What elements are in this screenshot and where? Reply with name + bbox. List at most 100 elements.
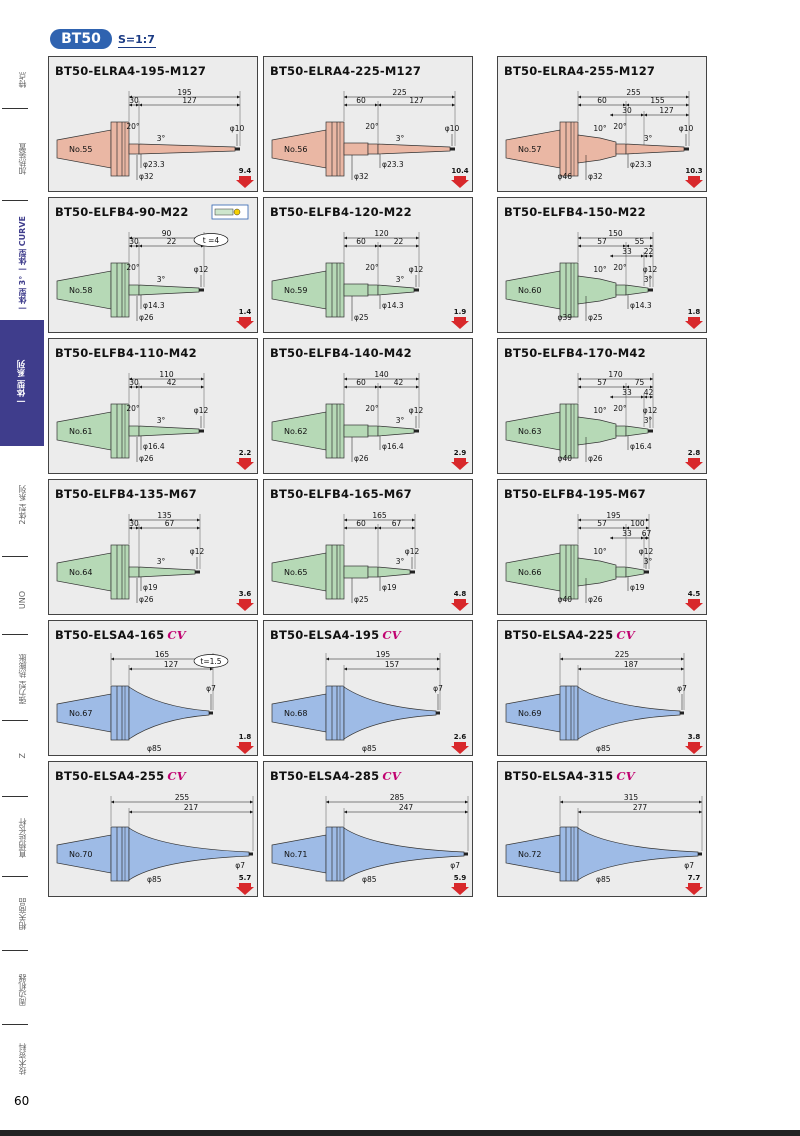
dim-d-arrow-left: [644, 395, 647, 399]
product-code: BT50-ELSA4-165: [55, 628, 165, 642]
dim-body-length-arrow-right: [465, 810, 468, 814]
side-tab-integral-series[interactable]: 一体型 系列: [0, 320, 44, 446]
taper-angle-label: 3°: [396, 134, 405, 143]
weight-arrow-icon: [685, 317, 703, 329]
tip-diameter: φ7: [433, 684, 443, 693]
product-code: BT50-ELFB4-110-M42: [55, 346, 197, 360]
curve-logo: CV: [382, 628, 401, 642]
dim-d: 42: [644, 388, 654, 397]
product-code: BT50-ELRA4-255-M127: [504, 64, 656, 78]
neck: [128, 425, 140, 437]
dim-body-length-arrow-right: [681, 667, 684, 671]
dim-overall-length-arrow-right: [699, 800, 702, 804]
flange: [559, 262, 579, 318]
tip: [249, 852, 253, 856]
product-code: BT50-ELFB4-165-M67: [270, 487, 412, 501]
neck: [367, 425, 379, 437]
side-tab-technical[interactable]: 技术资料: [17, 1043, 27, 1075]
product-title: BT50-ELFB4-150-M22: [504, 205, 646, 219]
body-diameter: φ26: [588, 454, 603, 463]
dim-overall-length-arrow-left: [129, 518, 132, 522]
dim-b: 22: [167, 237, 177, 246]
side-tab-features[interactable]: 特点: [17, 72, 27, 88]
divider: [2, 950, 28, 951]
dim-d-arrow-right: [650, 395, 653, 399]
side-tab-z[interactable]: Z: [17, 753, 27, 759]
neck: [615, 284, 627, 296]
side-tab-peripheral[interactable]: 周边机器: [17, 974, 27, 1006]
dim-overall-length-arrow-right: [416, 377, 419, 381]
flange-diameter: φ85: [147, 875, 162, 884]
flange-diameter: φ85: [596, 875, 611, 884]
dim-b-arrow-left: [139, 103, 142, 107]
angle-label: 20°: [365, 263, 379, 272]
side-tab-two-piece[interactable]: 2体型 系列: [17, 485, 27, 525]
dim-d-arrow-left: [644, 254, 647, 258]
tip-diameter: φ10: [679, 124, 694, 133]
angle-label-2: 10°: [593, 124, 607, 133]
product-code: BT50-ELRA4-225-M127: [270, 64, 422, 78]
dim-b: 55: [635, 237, 645, 246]
bottom-bar: [0, 1130, 800, 1136]
body-section: [577, 275, 617, 305]
side-tab-3deg-curve[interactable]: 一体型 3° 一体型 CURVE: [17, 215, 27, 313]
dim-a-arrow-left: [344, 103, 347, 107]
dim-a-arrow-right: [375, 385, 378, 389]
product-number: No.61: [69, 427, 92, 436]
neck: [367, 143, 379, 155]
side-tab-extension[interactable]: 直柄延长杆: [17, 818, 27, 858]
dim-a-arrow-right: [375, 244, 378, 248]
dim-overall-length-arrow-left: [129, 95, 132, 99]
flange: [559, 544, 579, 600]
body-diameter: φ25: [354, 313, 369, 322]
tip-diameter: φ12: [409, 265, 424, 274]
side-tab-heating[interactable]: 加热装置: [17, 143, 27, 175]
product-code: BT50-ELFB4-170-M42: [504, 346, 646, 360]
dim-b-arrow-left: [139, 385, 142, 389]
side-tab-related[interactable]: 相关商品: [17, 898, 27, 930]
weight-arrow-icon: [451, 742, 469, 754]
dim-b-arrow-left: [378, 244, 381, 248]
weight-value: 1.4: [239, 308, 252, 316]
dim-overall-length: 170: [608, 370, 623, 379]
tip: [436, 711, 440, 715]
angle-label-2: 10°: [593, 547, 607, 556]
side-tab-power[interactable]: 强力型 热膨胀: [17, 653, 27, 705]
dim-a: 30: [129, 519, 139, 528]
scale-label: S=1:7: [118, 33, 155, 46]
dim-overall-length: 225: [392, 88, 407, 97]
taper-angle-label: 3°: [644, 416, 653, 425]
weight-arrow-icon: [685, 599, 703, 611]
tip-diameter: φ7: [235, 861, 245, 870]
side-tab-uno[interactable]: UNO: [17, 590, 27, 610]
dim-c-arrow-right: [641, 395, 644, 399]
dim-body-length: 127: [164, 660, 179, 669]
neck-diameter: φ23.3: [382, 160, 404, 169]
neck: [128, 143, 140, 155]
